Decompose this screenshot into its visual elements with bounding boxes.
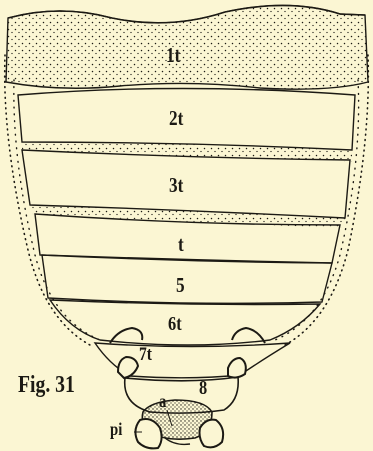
label-a: a — [159, 392, 166, 410]
segment-label-2t: 2t — [169, 108, 183, 129]
tergite-2 — [18, 89, 355, 151]
figure-caption: Fig. 31 — [18, 373, 75, 397]
segment-label-6t: 6t — [168, 314, 182, 334]
segment-label-3t: 3t — [169, 175, 183, 196]
body-outline-dots — [5, 55, 369, 345]
segment-label-5: 5 — [176, 275, 185, 296]
tergite-1 — [6, 5, 368, 89]
tergite-6-lobe-left — [110, 328, 142, 343]
segment-label-4t: t — [178, 234, 184, 255]
tergite-6 — [50, 300, 320, 345]
segment-label-8: 8 — [199, 378, 207, 398]
tergite-5 — [42, 255, 332, 303]
tergite-7-lobe-left — [118, 357, 138, 378]
segment-label-7t: 7t — [139, 345, 152, 364]
segment-label-1t: 1t — [166, 45, 180, 66]
tergite-7-lobe-right — [228, 358, 246, 378]
label-pi: pi — [110, 420, 122, 438]
paraproct-right — [200, 420, 224, 448]
